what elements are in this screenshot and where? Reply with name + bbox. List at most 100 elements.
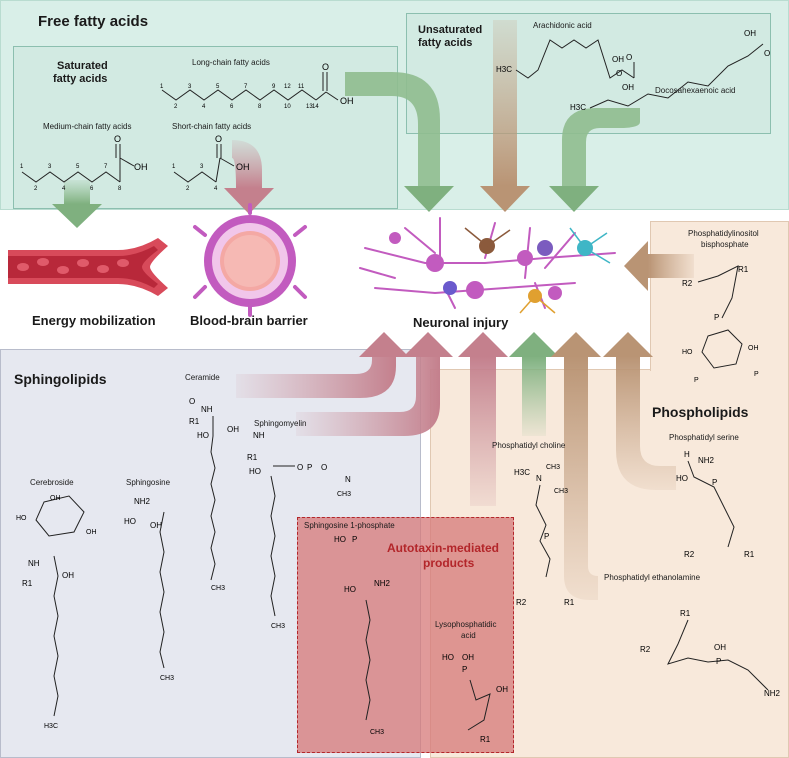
bbb-label: Blood-brain barrier (190, 313, 308, 328)
svg-text:NH2: NH2 (764, 689, 781, 698)
svg-text:6: 6 (230, 104, 234, 110)
sphingosine-structure: NH2 HO OH CH3 (124, 497, 174, 682)
phospholipids-panel-top (650, 221, 789, 371)
energy-mobilization-label: Energy mobilization (32, 313, 156, 328)
lpa-structure: HO OH P OH R1 (442, 653, 508, 744)
svg-text:P: P (694, 377, 699, 384)
serine-structure: H NH2 HO P R2 R1 (676, 450, 755, 559)
svg-text:8: 8 (258, 104, 262, 110)
svg-text:HO: HO (124, 517, 136, 526)
svg-text:7: 7 (104, 164, 108, 170)
svg-text:H: H (684, 450, 690, 459)
sphingomyelin-structure: NH R1 HO O P O N CH3 CH3 (247, 431, 351, 630)
svg-text:NH2: NH2 (698, 456, 715, 465)
choline-label: Phosphatidyl choline (492, 441, 566, 450)
arrow-serine-to-neuronal (603, 332, 676, 490)
svg-text:R1: R1 (480, 735, 491, 744)
svg-text:3: 3 (200, 164, 204, 170)
svg-text:OH: OH (496, 685, 508, 694)
svg-text:HO: HO (344, 585, 356, 594)
ethanolamine-label: Phosphatidyl ethanolamine (604, 573, 701, 582)
svg-text:CH3: CH3 (370, 729, 384, 736)
saturated-title-line2: fatty acids (53, 73, 108, 85)
svg-text:OH: OH (62, 571, 74, 580)
svg-text:2: 2 (186, 186, 190, 192)
blood-vessel-illustration (8, 238, 168, 296)
arrow-medium-chain-to-energy (52, 180, 102, 228)
arrow-short-chain-to-bbb (224, 140, 274, 214)
svg-text:N: N (345, 475, 351, 484)
s1p-structure: HO P NH2 HO CH3 (334, 535, 391, 736)
svg-text:NH2: NH2 (134, 497, 151, 506)
cerebroside-structure: OH HO OH NH OH R1 H3C (16, 495, 97, 730)
arrow-pip2-to-neuronal (624, 241, 694, 291)
phospholipids-title: Phospholipids (652, 404, 749, 420)
svg-text:OH: OH (622, 83, 634, 92)
svg-text:HO: HO (249, 467, 261, 476)
svg-text:P: P (352, 535, 357, 544)
svg-text:OH: OH (236, 162, 250, 172)
svg-text:OH: OH (744, 29, 756, 38)
svg-text:OH: OH (714, 643, 726, 652)
svg-text:R1: R1 (744, 550, 755, 559)
svg-text:7: 7 (244, 84, 248, 90)
svg-text:O: O (616, 69, 622, 78)
neuronal-injury-label: Neuronal injury (413, 315, 509, 330)
choline-structure: H3C N CH3 CH3 P R2 R1 (514, 464, 575, 607)
medium-chain-label: Medium-chain fatty acids (43, 122, 132, 131)
svg-text:HO: HO (682, 349, 693, 356)
svg-text:R1: R1 (680, 609, 691, 618)
svg-text:CH3: CH3 (554, 488, 568, 495)
svg-text:O: O (764, 49, 770, 58)
svg-text:R2: R2 (684, 550, 695, 559)
svg-text:11: 11 (298, 84, 305, 90)
svg-text:P: P (754, 371, 759, 378)
svg-text:CH3: CH3 (546, 464, 560, 471)
svg-text:P: P (714, 313, 719, 322)
arrow-dha-to-neuronal (549, 108, 640, 212)
arrow-ethanolamine-to-neuronal (551, 332, 601, 600)
svg-text:4: 4 (202, 104, 206, 110)
svg-text:O: O (189, 397, 195, 406)
pip2-label-line2: bisphosphate (701, 240, 749, 249)
svg-text:O: O (297, 463, 303, 472)
svg-text:5: 5 (76, 164, 80, 170)
svg-text:1: 1 (20, 164, 24, 170)
svg-text:O: O (626, 53, 632, 62)
svg-text:HO: HO (16, 515, 27, 522)
pip2-label-line1: Phosphatidylinositol (688, 229, 759, 238)
sphingomyelin-label: Sphingomyelin (254, 419, 307, 428)
svg-text:1: 1 (172, 164, 176, 170)
svg-text:2: 2 (34, 186, 38, 192)
svg-text:3: 3 (48, 164, 52, 170)
arrow-arachidonic-to-neuronal (480, 20, 530, 212)
autotaxin-panel (297, 517, 514, 753)
svg-text:9: 9 (272, 84, 276, 90)
svg-text:4: 4 (214, 186, 218, 192)
svg-text:2: 2 (174, 104, 178, 110)
svg-text:H3C: H3C (514, 468, 530, 477)
neuron-cluster-illustration (359, 217, 616, 314)
short-chain-label: Short-chain fatty acids (172, 122, 252, 131)
svg-text:R1: R1 (189, 417, 200, 426)
svg-text:8: 8 (118, 186, 122, 192)
svg-text:OH: OH (340, 96, 354, 106)
svg-text:H3C: H3C (496, 65, 512, 74)
svg-text:CH3: CH3 (337, 491, 351, 498)
svg-text:3: 3 (188, 84, 192, 90)
arrow-long-chain-to-neuronal (345, 72, 454, 212)
unsaturated-fatty-acids-box (406, 13, 771, 134)
pip2-structure: R1 R2 P HO OH P P (682, 265, 759, 384)
svg-text:1: 1 (160, 84, 164, 90)
arachidonic-acid-structure: H3C O OH (496, 39, 635, 92)
svg-text:CH3: CH3 (271, 623, 285, 630)
svg-text:R1: R1 (247, 453, 258, 462)
svg-text:P: P (716, 657, 721, 666)
svg-text:OH: OH (462, 653, 474, 662)
svg-text:6: 6 (90, 186, 94, 192)
long-chain-label: Long-chain fatty acids (192, 58, 270, 67)
svg-text:OH: OH (134, 162, 148, 172)
svg-text:H3C: H3C (44, 723, 58, 730)
svg-text:R1: R1 (738, 265, 749, 274)
svg-text:R2: R2 (640, 645, 651, 654)
